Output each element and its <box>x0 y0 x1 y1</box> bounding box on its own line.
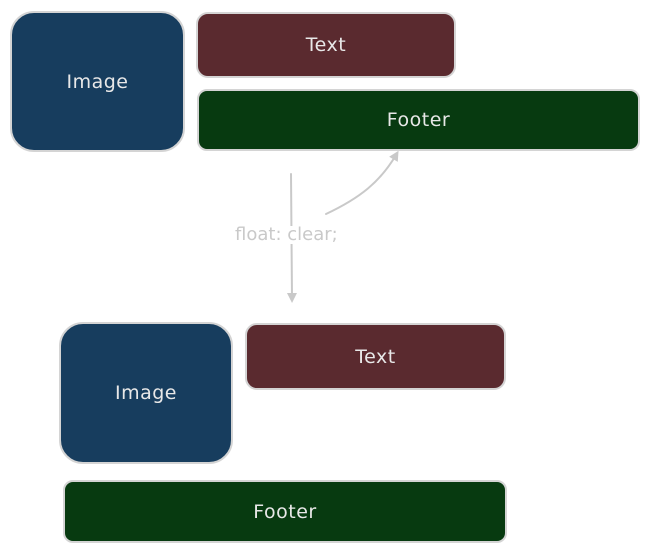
after-image-box: Image <box>59 322 233 464</box>
float-clear-annotation: float: clear; <box>233 226 340 244</box>
after-image-label: Image <box>114 382 177 404</box>
after-text-label: Text <box>355 345 396 368</box>
after-footer-box: Footer <box>63 480 507 543</box>
curved-arrow-to-footer <box>325 150 399 215</box>
after-footer-label: Footer <box>253 500 317 523</box>
before-image-box: Image <box>10 11 185 152</box>
before-footer-box: Footer <box>197 89 640 151</box>
after-text-box: Text <box>245 323 506 390</box>
before-text-box: Text <box>196 12 456 78</box>
annotation-label: float: clear; <box>235 224 338 245</box>
before-footer-label: Footer <box>386 109 451 131</box>
before-text-label: Text <box>305 34 347 56</box>
before-image-label: Image <box>66 70 129 93</box>
